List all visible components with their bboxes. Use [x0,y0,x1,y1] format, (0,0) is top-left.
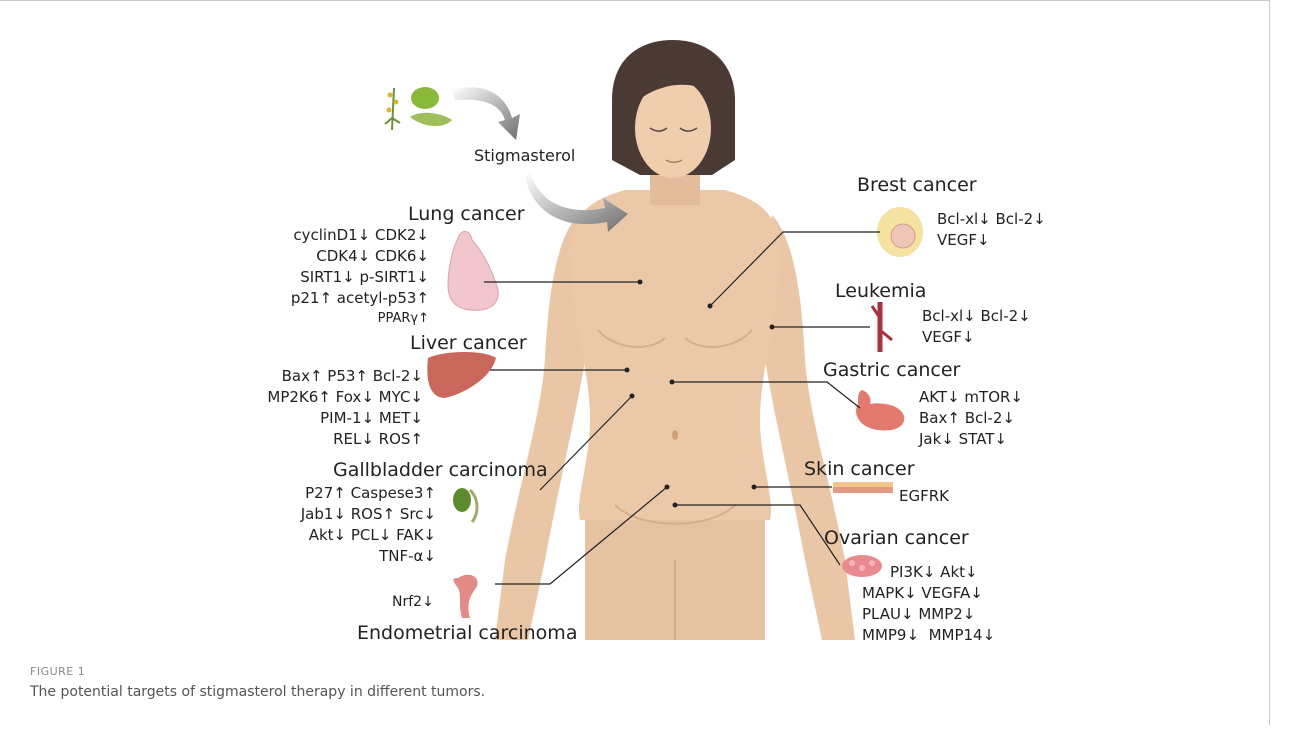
liver-gene-line: PIM-1↓ MET↓ [320,411,423,426]
skin-gene-line: EGFRK [899,489,949,504]
liver-gene-line: MP2K6↑ Fox↓ MYC↓ [267,390,423,405]
gallbladder-gene-line: Akt↓ PCL↓ FAK↓ [309,528,436,543]
ovarian-gene-line: PI3K↓ Akt↓ [890,565,978,580]
skin-tissue-icon [833,482,893,493]
gallbladder-gene-line: P27↑ Caspese3↑ [305,486,436,501]
figure-label: FIGURE 1 [30,665,85,678]
liver-gene-line: REL↓ ROS↑ [333,432,423,447]
liver-icon [427,352,496,398]
breast-icon [877,207,923,257]
blood-vessel-icon [872,302,892,352]
leukemia-heading: Leukemia [835,282,926,301]
uterus-icon [454,575,478,618]
leukemia-gene-line: VEGF↓ [922,330,975,345]
ovarian-gene-line: MAPK↓ VEGFA↓ [862,586,983,601]
soybean-icon [411,87,439,109]
liver-cancer-heading: Liver cancer [410,334,527,353]
human-body-illustration [495,40,855,640]
gallbladder-gene-line: Jab1↓ ROS↑ Src↓ [301,507,436,522]
lung-gene-line: PPARγ↑ [378,312,429,325]
gallbladder-gene-line: TNF-α↓ [379,549,436,564]
gastric-cancer-heading: Gastric cancer [823,361,960,380]
lung-cancer-heading: Lung cancer [408,205,525,224]
soybean-plant-icon [385,88,400,130]
ovary-icon [842,555,882,577]
stomach-icon [856,390,904,430]
lung-gene-line: CDK4↓ CDK6↓ [316,249,429,264]
arrow-icon [452,87,520,140]
endometrial-heading: Endometrial carcinoma [357,624,577,643]
soy-pod-icon [410,113,452,126]
gastric-gene-line: Jak↓ STAT↓ [919,432,1007,447]
compound-label: Stigmasterol [474,148,575,164]
ovarian-gene-line: MMP9↓ MMP14↓ [862,628,995,643]
gastric-gene-line: Bax↑ Bcl-2↓ [919,411,1015,426]
lung-gene-line: cyclinD1↓ CDK2↓ [293,228,429,243]
gallbladder-icon [453,488,477,522]
lung-gene-line: SIRT1↓ p-SIRT1↓ [300,270,429,285]
figure-caption: The potential targets of stigmasterol th… [30,684,485,700]
liver-gene-line: Bax↑ P53↑ Bcl-2↓ [282,369,423,384]
breast-cancer-heading: Brest cancer [857,176,977,195]
lung-icon [448,231,498,310]
ovarian-cancer-heading: Ovarian cancer [824,529,969,548]
ovarian-gene-line: PLAU↓ MMP2↓ [862,607,975,622]
leukemia-gene-line: Bcl-xl↓ Bcl-2↓ [922,309,1031,324]
skin-cancer-heading: Skin cancer [804,460,915,479]
breast-gene-line: VEGF↓ [937,233,990,248]
lung-gene-line: p21↑ acetyl-p53↑ [291,291,429,306]
breast-gene-line: Bcl-xl↓ Bcl-2↓ [937,212,1046,227]
endometrial-gene-line: Nrf2↓ [392,595,434,609]
gallbladder-heading: Gallbladder carcinoma [333,461,548,480]
gastric-gene-line: AKT↓ mTOR↓ [919,390,1023,405]
